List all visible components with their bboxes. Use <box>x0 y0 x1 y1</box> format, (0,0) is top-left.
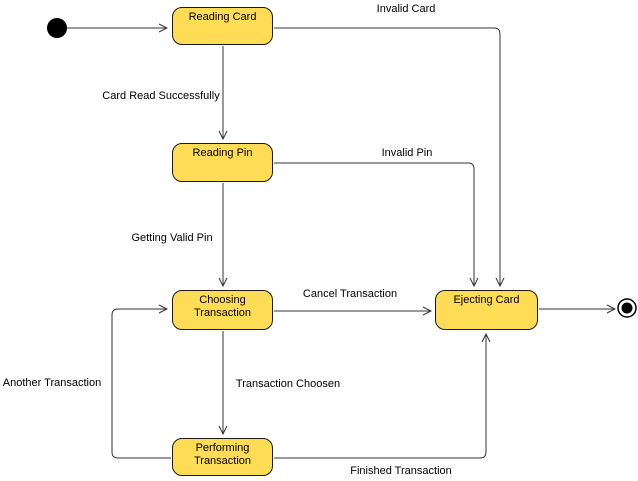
transition-finished-transaction <box>274 334 486 459</box>
state-reading-pin[interactable]: Reading Pin <box>172 143 273 182</box>
state-reading-card[interactable]: Reading Card <box>172 7 273 45</box>
transition-label-another-transaction: Another Transaction <box>2 377 102 389</box>
state-ejecting-card-label: Ejecting Card <box>453 294 520 306</box>
transition-label-card-read-successfully: Card Read Successfully <box>102 90 220 102</box>
transition-label-finished-transaction: Finished Transaction <box>350 465 452 477</box>
final-state-node[interactable] <box>617 298 637 318</box>
state-reading-pin-label: Reading Pin <box>192 147 253 159</box>
transition-invalid-card <box>274 27 500 286</box>
state-ejecting-card[interactable]: Ejecting Card <box>435 290 538 330</box>
state-choosing-transaction[interactable]: Choosing Transaction <box>172 290 273 330</box>
state-performing-transaction-label: Performing Transaction <box>193 442 252 467</box>
transition-label-invalid-card: Invalid Card <box>376 3 436 15</box>
initial-state-node[interactable] <box>47 18 67 38</box>
transition-label-invalid-pin: Invalid Pin <box>381 147 433 159</box>
transition-another-transaction <box>111 309 171 459</box>
transition-label-getting-valid-pin: Getting Valid Pin <box>131 232 213 244</box>
state-reading-card-label: Reading Card <box>188 11 257 23</box>
transition-invalid-pin <box>274 162 474 286</box>
transition-label-transaction-choosen: Transaction Choosen <box>235 378 341 390</box>
transition-label-cancel-transaction: Cancel Transaction <box>302 288 398 300</box>
state-performing-transaction[interactable]: Performing Transaction <box>172 438 273 476</box>
state-choosing-transaction-label: Choosing Transaction <box>193 294 252 319</box>
